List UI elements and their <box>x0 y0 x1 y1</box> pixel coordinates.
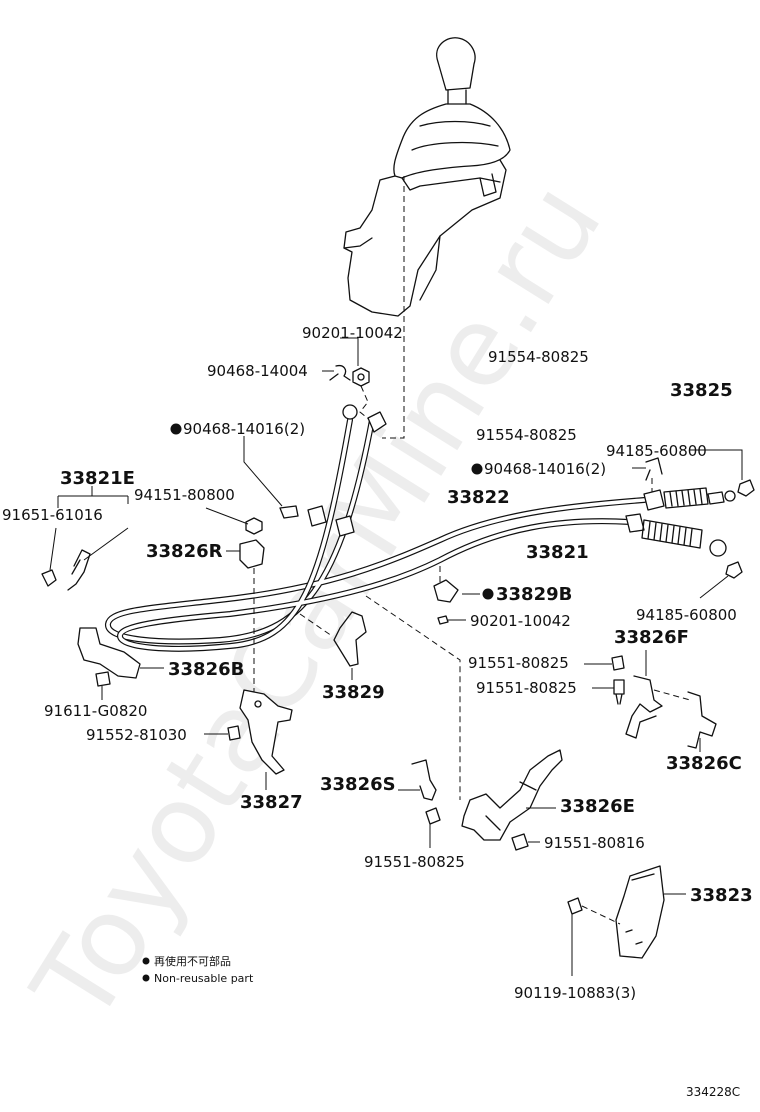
non-reusable-marker-c-icon <box>482 588 494 600</box>
legend-english: Non-reusable part <box>154 972 254 985</box>
bolt-91551-a-icon <box>611 655 625 671</box>
label-33821e: 33821E <box>60 468 135 489</box>
clip-90468-14016-b-icon <box>645 457 663 481</box>
label-33822: 33822 <box>447 487 510 508</box>
clip-33826s-icon <box>411 759 437 801</box>
rod-33829-icon <box>333 611 367 667</box>
label-94151-80800: 94151-80800 <box>134 486 235 504</box>
bracket-33826f-icon <box>625 675 663 739</box>
label-90468-14004: 90468-14004 <box>207 362 308 380</box>
clip-33821e-icon <box>67 549 91 591</box>
bracket-33826c-icon <box>687 691 717 749</box>
label-91551-80825-a: 91551-80825 <box>468 654 569 672</box>
label-94185-60800-a: 94185-60800 <box>606 442 707 460</box>
figure-code: 334228C <box>686 1085 740 1099</box>
shift-lever-assembly <box>343 37 511 317</box>
cable-assemblies <box>105 404 736 652</box>
washer-94185-a-icon <box>737 479 755 497</box>
clip-33829b-icon <box>433 579 459 603</box>
label-33821: 33821 <box>526 542 589 563</box>
label-90201-10042-top: 90201-10042 <box>302 324 403 342</box>
washer-94185-b-icon <box>725 561 743 579</box>
label-33826c: 33826C <box>666 753 742 774</box>
bracket-33826b-icon <box>77 627 141 679</box>
bolt-91611-icon <box>95 671 111 687</box>
bolt-91551-d-icon <box>425 807 441 825</box>
nut-94151-icon <box>245 517 263 535</box>
label-33826b: 33826B <box>168 659 244 680</box>
label-33826f: 33826F <box>614 627 689 648</box>
label-33826s: 33826S <box>320 774 396 795</box>
label-33826e: 33826E <box>560 796 635 817</box>
label-91551-80825-b: 91551-80825 <box>476 679 577 697</box>
label-91551-80825-d: 91551-80825 <box>364 853 465 871</box>
washer-90201-mid-icon <box>437 615 449 625</box>
nut-90201-top-icon <box>352 367 370 387</box>
bracket-33826e-icon <box>461 749 563 841</box>
legend-marker-en-icon <box>142 974 150 982</box>
clip-90468-14016-a-icon <box>279 505 299 519</box>
legend: 再使用不可部品 Non-reusable part <box>142 954 254 985</box>
label-91554-80825-b: 91554-80825 <box>476 426 577 444</box>
label-33829: 33829 <box>322 682 385 703</box>
bolt-91651-icon <box>41 569 57 587</box>
bracket-33827-icon <box>239 689 293 775</box>
label-33829b: 33829B <box>496 584 572 605</box>
label-90119-10883: 90119-10883(3) <box>514 984 636 1002</box>
non-reusable-marker-a-icon <box>170 423 182 435</box>
label-33825: 33825 <box>670 380 733 401</box>
clamp-33826r-icon <box>239 539 265 569</box>
legend-japanese: 再使用不可部品 <box>154 954 231 968</box>
label-94185-60800-b: 94185-60800 <box>636 606 737 624</box>
bolt-90119-icon <box>567 897 583 915</box>
bolt-91552-icon <box>227 725 241 741</box>
part-labels: 90201-10042 90468-14004 91554-80825 3382… <box>2 324 753 1002</box>
label-90201-10042-mid: 90201-10042 <box>470 612 571 630</box>
label-90468-14016-a: 90468-14016(2) <box>183 420 305 438</box>
label-91611-g0820: 91611-G0820 <box>44 702 147 720</box>
label-91552-81030: 91552-81030 <box>86 726 187 744</box>
label-33826r: 33826R <box>146 541 223 562</box>
label-33827: 33827 <box>240 792 303 813</box>
bolt-91551-b-icon <box>613 679 625 705</box>
bolt-91551-c-icon <box>511 833 529 851</box>
label-91554-80825-a: 91554-80825 <box>488 348 589 366</box>
legend-marker-jp-icon <box>142 957 150 965</box>
plate-33823-icon <box>615 865 665 959</box>
label-91551-80816: 91551-80816 <box>544 834 645 852</box>
non-reusable-marker-b-icon <box>471 463 483 475</box>
label-90468-14016-b: 90468-14016(2) <box>484 460 606 478</box>
label-91651-61016: 91651-61016 <box>2 506 103 524</box>
label-33823: 33823 <box>690 885 753 906</box>
clip-90468-14004-icon <box>329 364 351 381</box>
